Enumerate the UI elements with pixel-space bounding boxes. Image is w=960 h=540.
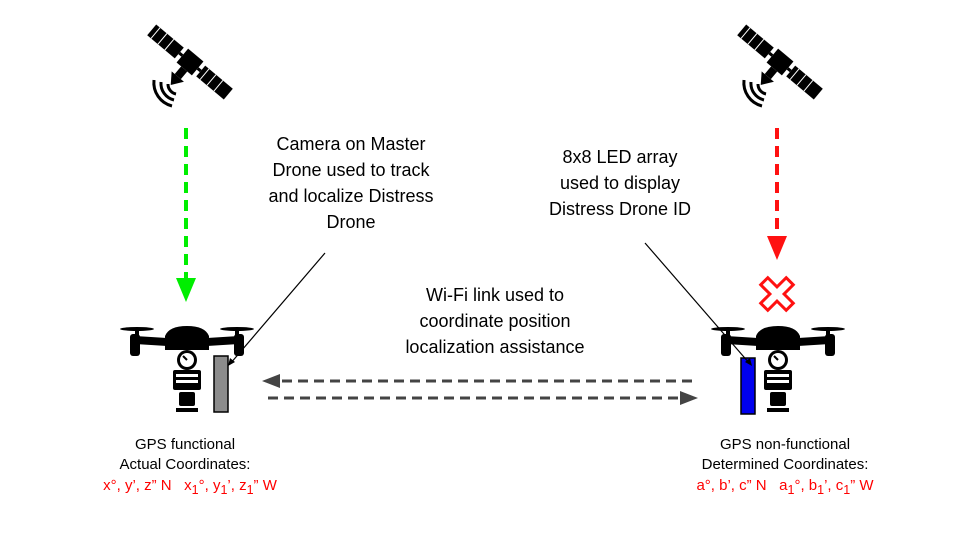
wifi-callout-line: localization assistance	[405, 337, 585, 357]
distress-caption: GPS non-functional Determined Coordinate…	[670, 435, 900, 475]
led-array-box	[740, 357, 756, 415]
cross-icon	[758, 275, 796, 313]
led-callout: 8x8 LED array used to display Distress D…	[520, 144, 720, 222]
distress-gps-status: GPS non-functional	[719, 436, 851, 453]
gps-arrow-nonfunctional	[767, 128, 787, 260]
led-callout-line: 8x8 LED array	[562, 147, 678, 167]
camera-callout-line: and localize Distress	[268, 186, 434, 206]
led-callout-line: used to display	[559, 173, 681, 193]
gps-arrow-functional	[176, 128, 196, 302]
distress-coord-label: Determined Coordinates:	[701, 456, 869, 473]
satellite-icon-master	[130, 21, 236, 119]
wifi-link-arrows	[262, 374, 698, 405]
distress-latitude: a°, b’, c” N	[696, 477, 767, 494]
master-caption: GPS functional Actual Coordinates:	[80, 435, 290, 475]
camera-callout-line: Drone used to track	[272, 160, 430, 180]
satellite-icon-distress	[720, 21, 826, 119]
drone-icon-distress	[710, 325, 846, 413]
wifi-callout: Wi-Fi link used to coordinate position l…	[375, 282, 615, 360]
distress-longitude: a1°, b1’, c1” W	[779, 477, 874, 497]
led-callout-line: Distress Drone ID	[548, 199, 692, 219]
master-coordinates: x°, y’, z” N x1°, y1’, z1” W	[60, 476, 320, 500]
led-pointer	[644, 242, 752, 366]
drone-icon-master	[119, 325, 255, 413]
master-coord-label: Actual Coordinates:	[119, 456, 251, 473]
master-gps-status: GPS functional	[134, 436, 236, 453]
camera-callout-line: Drone	[326, 212, 376, 232]
camera-pointer	[228, 252, 326, 366]
master-latitude: x°, y’, z” N	[103, 477, 172, 494]
camera-box	[213, 355, 229, 413]
camera-callout-line: Camera on Master	[276, 134, 426, 154]
wifi-callout-line: Wi-Fi link used to	[425, 285, 565, 305]
wifi-callout-line: coordinate position	[419, 311, 571, 331]
master-longitude: x1°, y1’, z1” W	[184, 477, 277, 497]
distress-coordinates: a°, b’, c” N a1°, b1’, c1” W	[650, 476, 920, 500]
camera-callout: Camera on Master Drone used to track and…	[236, 131, 466, 235]
